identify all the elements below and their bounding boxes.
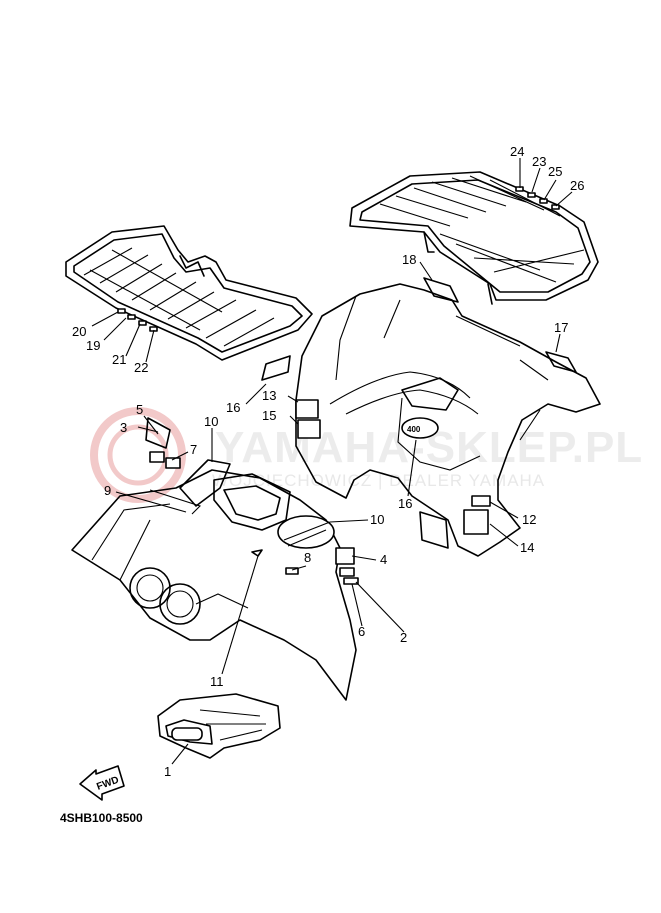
callout-22: 22 <box>134 360 148 375</box>
callout-11: 11 <box>210 674 224 689</box>
callout-9: 9 <box>104 483 111 498</box>
callouts: 1 2 3 4 5 6 7 8 9 10 10 11 12 13 14 15 1… <box>72 144 584 779</box>
decal-5 <box>145 417 171 449</box>
decal-18 <box>423 277 459 303</box>
decal-13 <box>295 399 319 419</box>
callout-21: 21 <box>112 352 126 367</box>
decal-19 <box>127 314 136 320</box>
callout-15: 15 <box>262 408 276 423</box>
diagram-code: 4SHB100-8500 <box>60 811 143 825</box>
rear-carrier <box>349 171 599 305</box>
callout-25: 25 <box>548 164 562 179</box>
watermark-sub: WOJCIECHOWICZ | DEALER YAMAHA <box>212 471 545 490</box>
callout-16-upper: 16 <box>226 400 240 415</box>
decal-6 <box>339 567 355 577</box>
rear-fender: 400 <box>261 277 601 557</box>
callout-14: 14 <box>520 540 534 555</box>
emblem-kodiak <box>277 515 335 549</box>
front-panel <box>157 693 281 759</box>
callout-16-lower: 16 <box>398 496 412 511</box>
callout-19: 19 <box>86 338 100 353</box>
emblem-400-lettering: 400 <box>407 425 421 434</box>
decal-2 <box>343 577 359 585</box>
decal-11 <box>251 549 263 557</box>
decal-14 <box>463 509 489 535</box>
decal-23 <box>527 192 536 198</box>
callout-23: 23 <box>532 154 546 169</box>
callout-17: 17 <box>554 320 568 335</box>
emblem-panel <box>171 727 203 741</box>
decal-4 <box>335 547 355 565</box>
watermark: YAMAHA-SKLEP.PL WOJCIECHOWICZ | DEALER Y… <box>90 407 642 503</box>
callout-26: 26 <box>570 178 584 193</box>
front-carrier <box>65 225 313 361</box>
callout-20: 20 <box>72 324 86 339</box>
decal-7 <box>165 457 181 469</box>
decal-20 <box>117 308 126 314</box>
emblem-400 <box>401 417 439 439</box>
decal-25 <box>539 198 548 204</box>
decal-26 <box>551 204 560 210</box>
callout-1: 1 <box>164 764 171 779</box>
callout-24: 24 <box>510 144 524 159</box>
callout-12: 12 <box>522 512 536 527</box>
decal-21 <box>138 320 147 326</box>
callout-2: 2 <box>400 630 407 645</box>
fwd-arrow-icon: FWD <box>79 765 125 801</box>
decal-15 <box>297 419 321 439</box>
callout-10-left: 10 <box>204 414 218 429</box>
callout-7: 7 <box>190 442 197 457</box>
callout-6: 6 <box>358 624 365 639</box>
decal-8 <box>285 567 299 575</box>
callout-8: 8 <box>304 550 311 565</box>
decal-10-left <box>179 459 231 507</box>
leader-lines <box>91 158 573 765</box>
callout-18: 18 <box>402 252 416 267</box>
callout-5: 5 <box>136 402 143 417</box>
callout-10-right: 10 <box>370 512 384 527</box>
callout-4: 4 <box>380 552 387 567</box>
decal-12 <box>471 495 491 507</box>
decal-16-upper <box>261 355 291 381</box>
front-fender <box>71 417 359 701</box>
callout-13: 13 <box>262 388 276 403</box>
decal-3 <box>149 451 165 463</box>
callout-3: 3 <box>120 420 127 435</box>
decal-17 <box>545 351 577 373</box>
